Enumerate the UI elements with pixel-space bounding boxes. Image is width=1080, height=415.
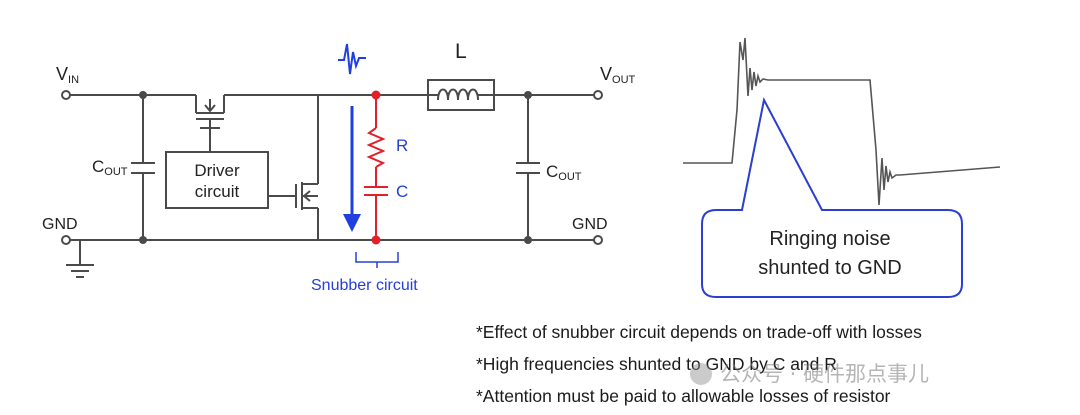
- note-2: *High frequencies shunted to GND by C an…: [476, 354, 837, 374]
- callout-line2: shunted to GND: [758, 257, 901, 279]
- note-3: *Attention must be paid to allowable los…: [476, 386, 891, 406]
- snubber-bracket: [355, 252, 399, 263]
- snubber-circuit-label: Snubber circuit: [311, 277, 418, 294]
- cout-right-label: COUT: [546, 162, 582, 183]
- driver-circuit-box: [165, 151, 269, 209]
- inductor-label: L: [455, 40, 467, 63]
- wechat-icon: [690, 363, 712, 385]
- cout-left-label: COUT: [92, 157, 128, 178]
- driver-label-line1: Driver: [194, 161, 240, 180]
- circuit-wires: [70, 94, 594, 265]
- vin-label: VIN: [56, 64, 79, 86]
- terminals: [61, 90, 603, 245]
- callout-bubble: [701, 97, 963, 298]
- low-side-mosfet: [295, 178, 319, 214]
- gnd-right-label: GND: [572, 216, 608, 233]
- callout-line1: Ringing noise: [769, 228, 890, 250]
- spike-noise-icon: [338, 43, 366, 75]
- snubber-branch: [364, 95, 388, 240]
- cout-left-capacitor: [131, 162, 155, 174]
- watermark: 公众号 · 硬件那点事儿: [690, 358, 929, 388]
- resistor-label: R: [396, 136, 408, 155]
- vout-label: VOUT: [600, 64, 636, 86]
- snubber-node-bottom: [371, 235, 381, 245]
- ground-symbol: [66, 264, 94, 278]
- noise-current-arrow: [343, 106, 361, 232]
- high-side-mosfet: [188, 94, 232, 129]
- gnd-left-label: GND: [42, 216, 78, 233]
- note-1: *Effect of snubber circuit depends on tr…: [476, 322, 922, 342]
- snubber-node-top: [371, 90, 381, 100]
- ringing-waveform: [683, 37, 1001, 206]
- watermark-text: 公众号 · 硬件那点事儿: [720, 362, 930, 386]
- driver-label-line2: circuit: [195, 182, 240, 201]
- cout-right-capacitor: [516, 162, 540, 174]
- inductor: [427, 79, 495, 111]
- capacitor-label: C: [396, 182, 408, 201]
- junction-dots: [139, 91, 532, 244]
